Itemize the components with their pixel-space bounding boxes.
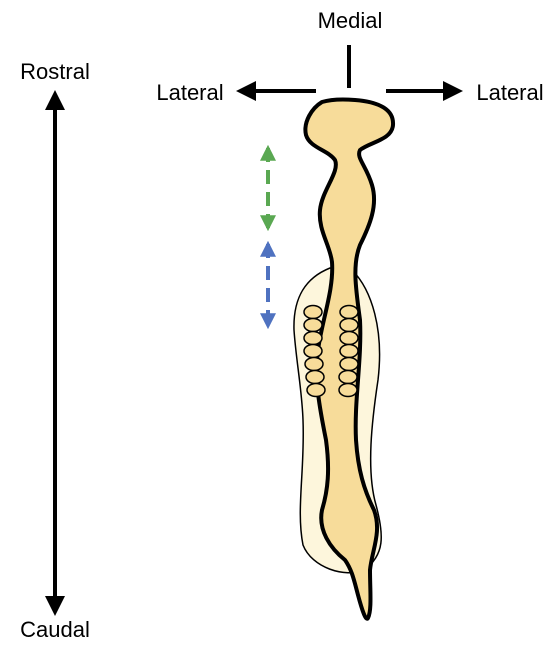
label-rostral: Rostral — [20, 59, 90, 84]
cell-oval — [304, 306, 322, 319]
cell-oval — [339, 384, 357, 397]
label-medial: Medial — [318, 8, 383, 33]
cell-oval — [307, 384, 325, 397]
cell-oval — [340, 306, 358, 319]
cell-oval — [340, 332, 358, 345]
cell-oval — [304, 345, 322, 358]
cell-oval — [339, 371, 357, 384]
cell-oval — [306, 371, 324, 384]
label-lateral-left: Lateral — [156, 80, 223, 105]
cell-oval — [340, 345, 358, 358]
cell-oval — [304, 332, 322, 345]
cell-oval — [340, 319, 358, 332]
cell-oval — [304, 319, 322, 332]
cell-oval — [340, 358, 358, 371]
label-lateral-right: Lateral — [476, 80, 543, 105]
label-caudal: Caudal — [20, 617, 90, 642]
cell-oval — [305, 358, 323, 371]
